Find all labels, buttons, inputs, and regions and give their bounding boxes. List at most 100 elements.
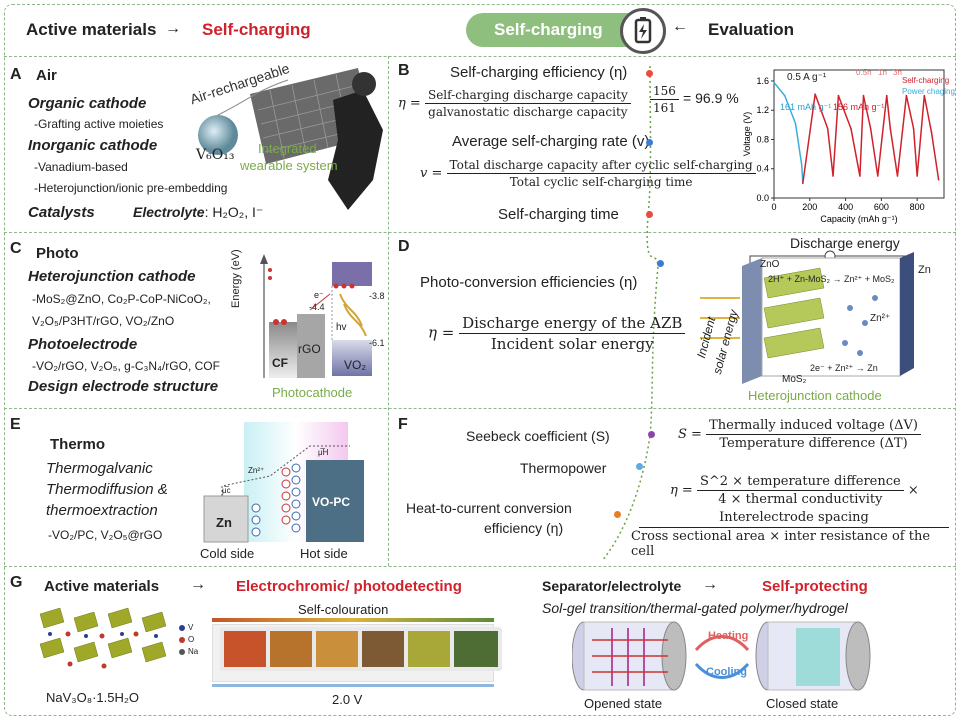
legend-v: V	[188, 623, 194, 632]
photo-line-3: -VO₂/rGO, V₂O₅, g-C₃N₄/rGO, COF	[32, 359, 220, 373]
series-line-0	[773, 81, 804, 184]
timeline-dot	[636, 463, 643, 470]
series-point	[802, 182, 804, 185]
y-tick-label: 1.6	[756, 76, 769, 86]
series-point	[783, 94, 786, 97]
reaction-2: 2e⁻ + Zn²⁺ → Zn	[810, 363, 878, 373]
divider	[388, 56, 389, 566]
rgo-label: rGO	[298, 342, 321, 356]
hv-label: hv	[336, 322, 347, 333]
voltage-label: 2.0 V	[332, 692, 363, 707]
minus-44: -4.4	[309, 302, 325, 312]
vo-pc-label: VO-PC	[312, 495, 351, 509]
series-point	[930, 131, 933, 133]
x-tick-label: 0	[771, 202, 776, 212]
series-point	[837, 94, 840, 97]
seebeck: Seebeck coefficient (S)	[466, 428, 610, 444]
vanadium-text: -Vanadium-based	[34, 160, 128, 174]
arrow-right-icon: →	[702, 576, 718, 593]
series-point	[916, 175, 918, 177]
series-point	[773, 81, 775, 84]
closed-state: Closed state	[766, 696, 839, 711]
colour-arrow-bar	[212, 618, 494, 622]
wearable-label: wearable system	[240, 158, 338, 173]
colour-swatch	[358, 627, 410, 671]
heat-current-1: Heat-to-current conversion	[406, 500, 572, 516]
legend-power-charging: Power chaging	[902, 87, 955, 96]
legend-o: O	[188, 635, 195, 644]
panel-letter-b: B	[398, 62, 410, 79]
header-evaluation: Evaluation	[708, 20, 794, 39]
catalysts: Catalysts	[28, 204, 95, 221]
cap161-label: 161 mAh g⁻¹	[780, 102, 832, 112]
timeline-dot	[614, 511, 621, 518]
crystal-structure	[39, 607, 185, 669]
solgel-text: Sol-gel transition/thermal-gated polymer…	[542, 600, 848, 616]
panel-e-title: Thermo	[50, 436, 106, 453]
panel-letter-a: A	[10, 66, 22, 83]
panel-letter-e: E	[10, 416, 21, 433]
minus-61: -6.1	[369, 338, 385, 348]
series-point	[937, 178, 940, 181]
cooling-label: Cooling	[706, 666, 747, 678]
pill-label: Self-charging	[494, 20, 603, 39]
self-protecting-title: Self-protecting	[762, 578, 868, 595]
electrolyte-line: Electrolyte: H₂O₂, I⁻	[133, 204, 264, 220]
chart-time-1: 1h	[878, 68, 887, 77]
thermodiffusion: Thermodiffusion &	[46, 481, 168, 498]
series-point	[850, 127, 852, 130]
thermopower: Thermopower	[520, 460, 607, 476]
photo-conversion: Photo-conversion efficiencies (η)	[420, 274, 638, 291]
header-active-materials: Active materials	[26, 20, 157, 39]
divider	[4, 56, 956, 57]
divider	[4, 566, 956, 567]
panel-letter-f: F	[398, 416, 408, 433]
photo-line-1: -MoS₂@ZnO, Co₂P-CoP-NiCoO₂,	[32, 292, 211, 306]
voltage-arrow-bar	[212, 684, 494, 687]
arrow-right-icon: →	[190, 576, 206, 593]
x-axis-label: Capacity (mAh g⁻¹)	[820, 214, 897, 224]
chart-current-label: 0.5 A g⁻¹	[787, 72, 827, 83]
arrow-left-icon: ←	[672, 18, 688, 35]
photo-line-2: V₂O₅/P3HT/rGO, VO₂/ZnO	[32, 314, 175, 328]
series-point	[912, 127, 915, 130]
zno-label: ZnO	[760, 259, 780, 270]
separator-diagram	[572, 621, 871, 691]
heat-current-2: efficiency (η)	[484, 520, 564, 536]
arrow-right-icon: →	[165, 20, 181, 37]
colour-swatch	[220, 627, 272, 671]
vo2-label: VO₂	[344, 358, 366, 372]
timeline-dot	[646, 70, 653, 77]
organic-cathode: Organic cathode	[28, 95, 147, 112]
timeline-dot	[648, 431, 655, 438]
y-tick-label: 1.2	[756, 105, 769, 115]
grafting-text: -Grafting active moieties	[34, 117, 164, 131]
series-point	[794, 122, 797, 125]
minus-38: -3.8	[369, 291, 385, 301]
colour-swatch	[312, 627, 364, 671]
header-self-charging: Self-charging	[202, 20, 311, 39]
photoelectrode: Photoelectrode	[28, 336, 138, 353]
divider	[4, 408, 956, 409]
discharge-energy: Discharge energy	[790, 235, 900, 251]
timeline-dot	[646, 139, 653, 146]
colour-swatch	[450, 627, 502, 671]
inorganic-cathode: Inorganic cathode	[28, 137, 158, 154]
y-tick-label: 0.4	[756, 164, 769, 174]
mos2-label: MoS₂	[782, 374, 807, 385]
timeline-dot	[657, 260, 664, 267]
series-point	[876, 175, 879, 177]
series-point	[923, 94, 926, 97]
separator-title: Separator/electrolyte	[542, 578, 682, 594]
outer-frame	[4, 4, 956, 716]
electrochromic-title: Electrochromic/ photodetecting	[236, 578, 462, 595]
zn2-thermo-label: Zn²⁺	[248, 466, 265, 475]
heterojunction-cathode: Heterojunction cathode	[28, 268, 196, 285]
zn2-label: Zn²⁺	[870, 313, 891, 324]
series-point	[885, 94, 888, 97]
series-point	[859, 175, 861, 177]
energy-axis-label: Energy (eV)	[230, 249, 242, 308]
g-active-materials: Active materials	[44, 578, 160, 595]
